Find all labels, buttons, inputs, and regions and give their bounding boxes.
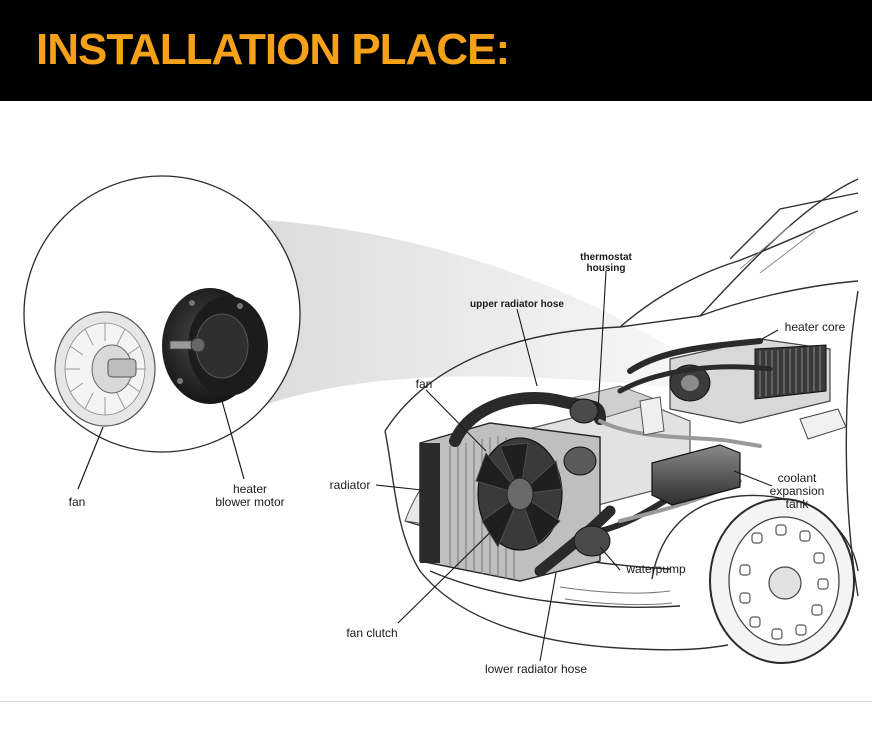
thermostat-label-line1: thermostat (580, 252, 632, 263)
heater-core-part (754, 344, 827, 400)
radiator-label: radiator (330, 478, 371, 492)
blower-motor-icon (162, 288, 268, 404)
car-leaders (375, 270, 779, 662)
engine-fan-part (475, 437, 563, 551)
coolant-label-line2: expansion (770, 484, 825, 498)
footer-divider (0, 701, 872, 702)
thermostat-label-line2: housing (587, 263, 626, 274)
lower-radiator-hose-label: lower radiator hose (485, 662, 587, 676)
coolant-label-line3: tank (786, 497, 810, 511)
coolant-tank-part (651, 444, 741, 506)
front-wheel (709, 498, 855, 664)
page-title: INSTALLATION PLACE: (36, 25, 510, 74)
fan-part-label: fan (416, 377, 433, 391)
blower-fan-icon (54, 311, 156, 427)
waterpump-label: waterpump (625, 562, 686, 576)
fan-clutch-label: fan clutch (346, 626, 397, 640)
car-engine-bay-illustration (384, 178, 859, 664)
coolant-label-line1: coolant (778, 471, 817, 485)
heater-motor-label-line2: blower motor (215, 495, 284, 509)
fan-label: fan (69, 495, 86, 509)
installation-diagram: fan heater blower motor thermostat housi… (23, 175, 859, 676)
upper-radiator-hose-label: upper radiator hose (470, 299, 564, 310)
inset-leaders (77, 400, 245, 490)
header-banner: INSTALLATION PLACE: (0, 0, 872, 101)
heater-motor-label-line1: heater (233, 482, 267, 496)
heater-core-label: heater core (785, 320, 846, 334)
